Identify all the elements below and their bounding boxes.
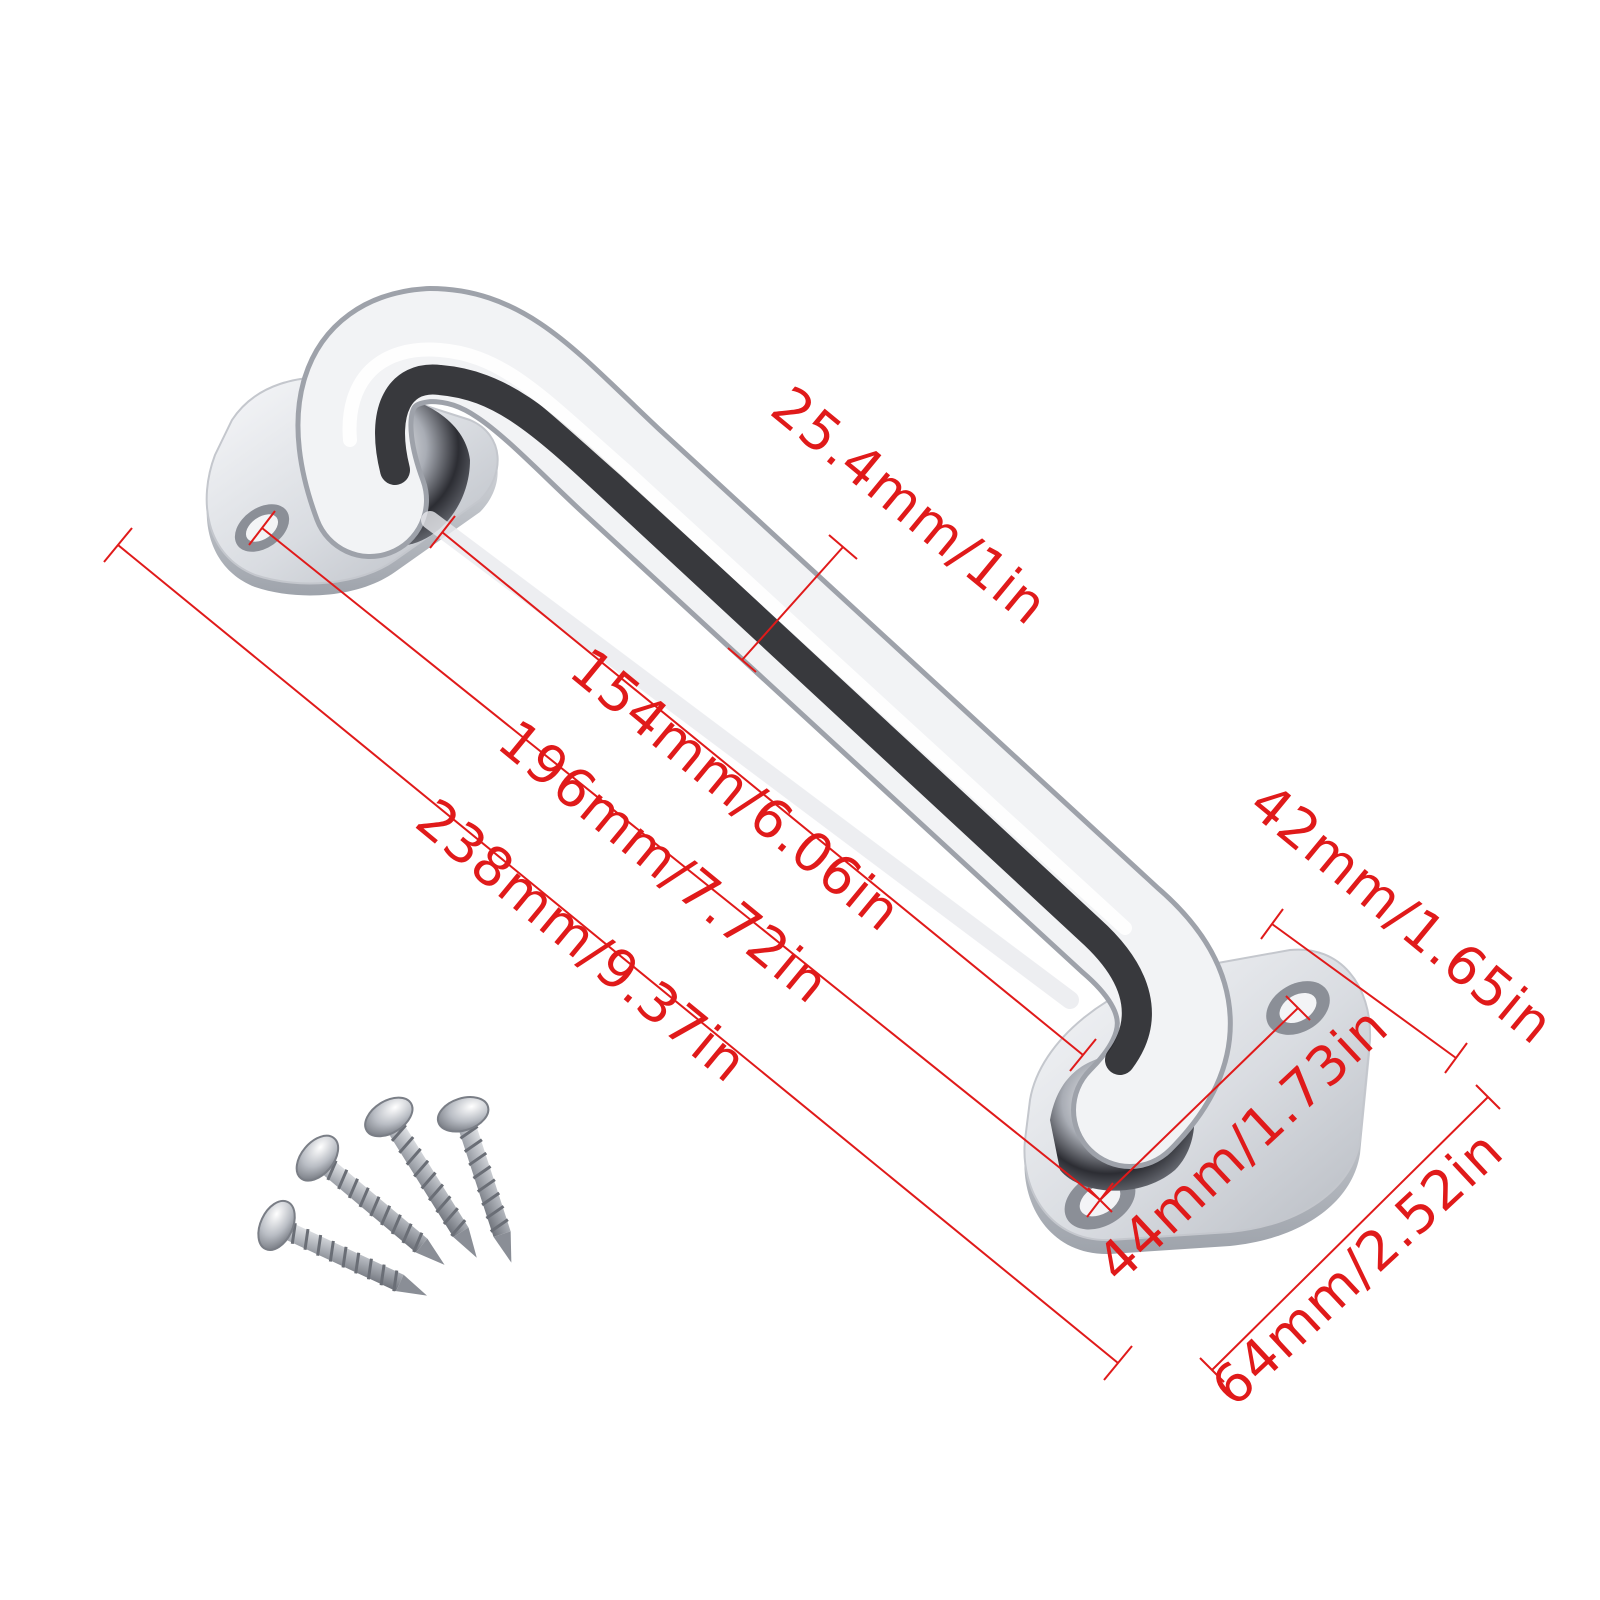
dimension-lines xyxy=(103,510,1501,1383)
dimension-labels: 25.4mm/1in 154mm/6.06in 196mm/7.72in 238… xyxy=(404,374,1565,1418)
grab-handle xyxy=(205,286,1372,1255)
screw-set xyxy=(257,1096,512,1296)
screw xyxy=(436,1096,512,1263)
dim-line-base-width xyxy=(1271,923,1457,1059)
screw xyxy=(295,1134,445,1265)
dim-line-tube-diameter xyxy=(741,546,844,661)
dim-line-hole-span xyxy=(261,527,1101,1201)
screw xyxy=(257,1199,428,1296)
dim-line-base-length xyxy=(1211,1096,1489,1371)
screw xyxy=(364,1096,477,1258)
dim-line-inner-span xyxy=(441,531,1084,1056)
dim-line-base-hole-spacing xyxy=(1099,1007,1299,1201)
dim-line-overall-length xyxy=(117,544,1119,1364)
